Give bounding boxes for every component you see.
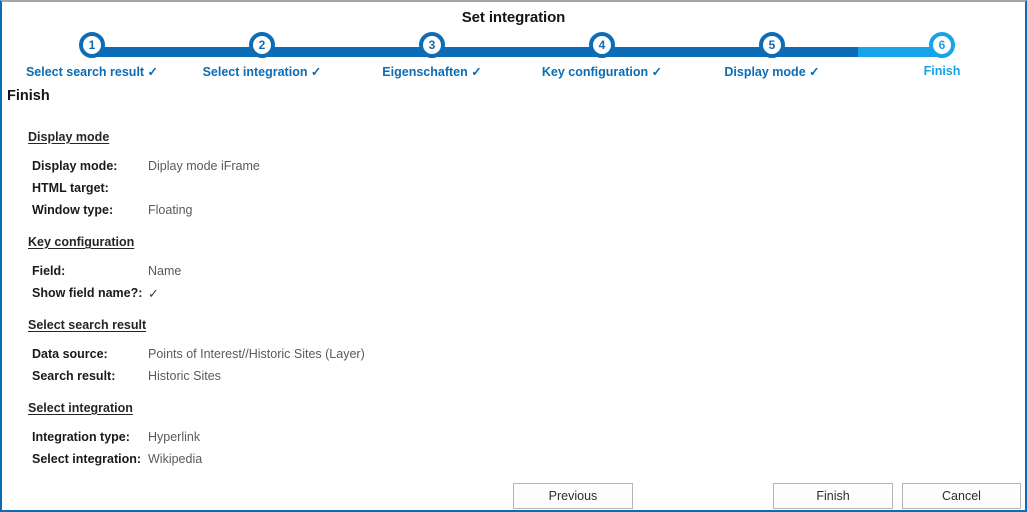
row-value: Diplay mode iFrame [148,159,260,173]
previous-button[interactable]: Previous [513,483,633,509]
step-number-5: 5 [759,32,785,58]
row-value: Hyperlink [148,430,201,444]
row-label: Search result: [32,369,116,383]
section-title: Display mode [28,130,110,144]
step-label-1: Select search result ✓ [25,65,159,79]
stepper-step-1[interactable]: 1 Select search result ✓ [12,32,172,79]
row-value: Historic Sites [148,369,221,383]
page-title: Finish [7,88,50,104]
step-number-1: 1 [79,32,105,58]
row-value: Name [148,264,182,278]
step-number-2: 2 [249,32,275,58]
step-label-4: Key configuration ✓ [541,65,663,79]
step-label-3: Eigenschaften ✓ [382,65,482,79]
stepper-step-4[interactable]: 4 Key configuration ✓ [522,32,682,79]
step-number-3: 3 [419,32,445,58]
row-label: Show field name?: [32,286,143,300]
step-label-6: Finish [923,64,961,78]
summary-row: Display mode: Diplay mode iFrame [2,159,1025,181]
summary-row: Window type: Floating [2,203,1025,225]
summary-row: Integration type: Hyperlink [2,430,1025,452]
row-value-checkmark: ✓ [148,286,159,301]
step-label-2: Select integration ✓ [202,65,322,79]
dialog-button-bar: Previous Finish Cancel [2,483,1025,509]
stepper-step-3[interactable]: 3 Eigenschaften ✓ [352,32,512,79]
stepper-step-2[interactable]: 2 Select integration ✓ [182,32,342,79]
summary-row: HTML target: [2,181,1025,203]
row-label: Integration type: [32,430,130,444]
stepper-step-6[interactable]: 6 Finish [862,32,1022,78]
section-title: Select integration [28,401,133,415]
finish-button[interactable]: Finish [773,483,893,509]
cancel-button[interactable]: Cancel [902,483,1021,509]
row-label: Field: [32,264,66,278]
row-value: Floating [148,203,193,217]
section-title: Key configuration [28,235,135,249]
summary-row: Search result: Historic Sites [2,369,1025,391]
dialog-title: Set integration [461,9,566,26]
step-label-5: Display mode ✓ [724,65,820,79]
stepper-track-completed [92,47,858,57]
stepper-track-current [858,47,942,57]
row-label: Data source: [32,347,108,361]
row-value: Points of Interest//Historic Sites (Laye… [148,347,365,361]
summary-row: Field: Name [2,264,1025,286]
row-label: Display mode: [32,159,118,173]
step-number-6: 6 [929,32,955,58]
row-value: Wikipedia [148,452,203,466]
step-number-4: 4 [589,32,615,58]
stepper-step-5[interactable]: 5 Display mode ✓ [692,32,852,79]
row-label: HTML target: [32,181,109,195]
row-label: Window type: [32,203,114,217]
wizard-stepper: 1 Select search result ✓ 2 Select integr… [2,32,1025,84]
section-title: Select search result [28,318,147,332]
row-label: Select integration: [32,452,142,466]
summary-row: Show field name?: ✓ [2,286,1025,308]
summary-row: Data source: Points of Interest//Histori… [2,347,1025,369]
summary-row: Select integration: Wikipedia [2,452,1025,474]
